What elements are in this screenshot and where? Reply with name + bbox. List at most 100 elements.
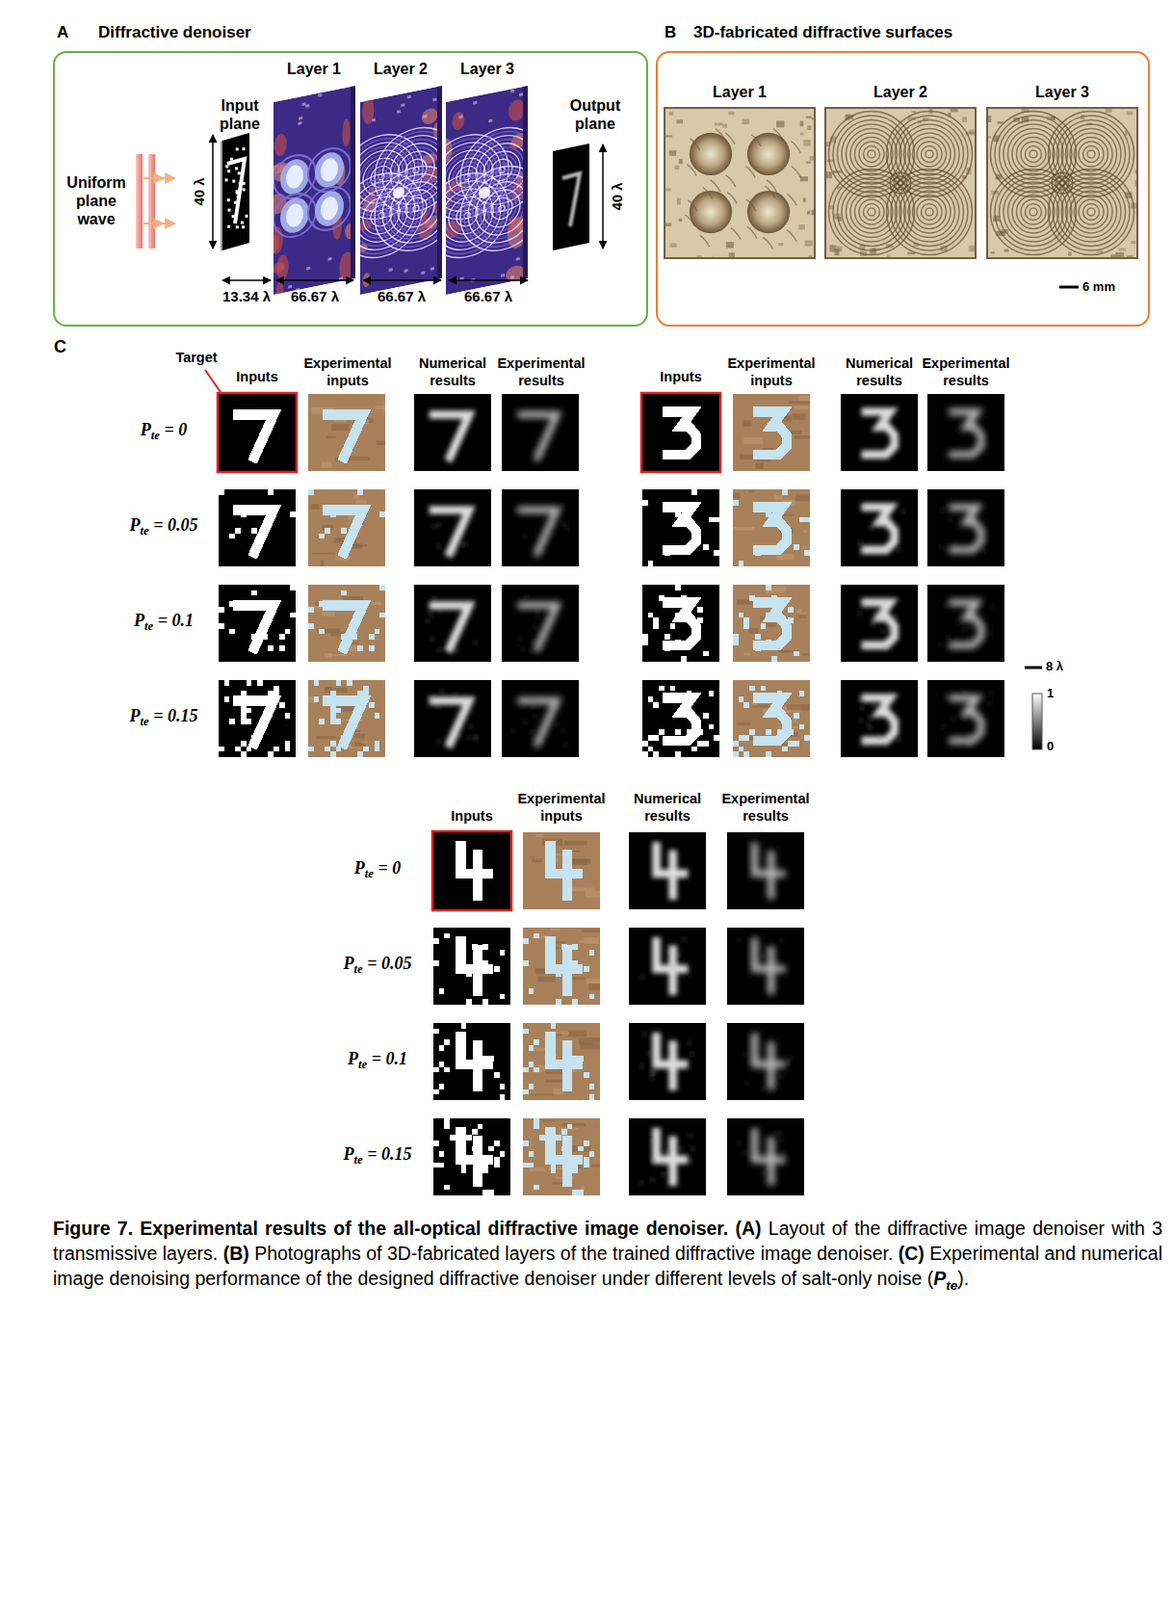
digit-stroke [755, 940, 783, 991]
surface-step [988, 135, 991, 139]
surface-step [677, 198, 681, 206]
salt-noise [449, 1134, 456, 1141]
salt-noise [686, 690, 693, 697]
salt-noise [713, 517, 720, 523]
image-tile [642, 584, 720, 662]
surface-ring [1066, 128, 1118, 180]
surface-step [669, 111, 675, 116]
surface-dimple [747, 132, 790, 176]
board-texture [529, 1167, 546, 1172]
surface-swirl [700, 234, 710, 247]
fabricated-layer-photo [824, 106, 979, 265]
noise-level-label: Pte = 0.15 [130, 704, 199, 733]
surface-step [968, 130, 975, 135]
surface-step [729, 111, 735, 115]
salt-noise [251, 590, 258, 597]
salt-noise [499, 993, 506, 1000]
residual-speckle [433, 596, 438, 600]
surface-ring [899, 182, 960, 242]
tile-ground [433, 1022, 511, 1100]
salt-noise [330, 740, 337, 747]
surface-swirl [746, 199, 756, 211]
phase-patch [488, 118, 493, 123]
salt-noise [251, 633, 258, 640]
salt-noise [285, 628, 291, 635]
board-texture [792, 413, 807, 420]
salt-noise [363, 685, 369, 692]
surface-step [678, 218, 683, 222]
residual-speckle [942, 602, 947, 607]
surface-swirl [730, 228, 741, 240]
salt-noise [336, 679, 342, 686]
residual-speckle [533, 625, 538, 629]
part-label: Layer 3 [460, 59, 515, 79]
board-texture [803, 530, 808, 533]
residual-speckle [779, 1074, 783, 1079]
board-texture [531, 858, 543, 862]
residual-speckle [966, 743, 971, 748]
board-texture [749, 627, 758, 634]
digit-stroke [865, 507, 895, 550]
phase-center [392, 185, 405, 200]
residual-speckle [760, 953, 765, 958]
salt-noise [308, 606, 314, 613]
salt-noise [771, 595, 778, 601]
layer-base [273, 86, 351, 295]
residual-speckle [522, 720, 527, 725]
digit-stroke [237, 604, 274, 648]
salt-noise [583, 1162, 590, 1169]
part-label: Output plane [563, 96, 627, 133]
board-texture [797, 608, 803, 613]
salt-noise [279, 633, 286, 640]
salt-noise [550, 1022, 557, 1029]
residual-speckle [988, 690, 992, 695]
input-pixel [235, 225, 239, 229]
surface-ring [1083, 145, 1100, 162]
surface-swirl [790, 141, 801, 154]
tile-ground [628, 832, 706, 910]
residual-speckle [896, 737, 901, 742]
residual-speckle [761, 1086, 766, 1091]
residual-speckle [524, 594, 529, 599]
image-tile [840, 584, 918, 662]
digit-stroke [865, 698, 895, 741]
surface-ring [925, 150, 934, 158]
salt-noise [533, 1123, 540, 1130]
board-texture [764, 623, 777, 627]
residual-speckle [860, 549, 864, 554]
salt-noise [799, 724, 806, 730]
tile-ground [642, 489, 720, 567]
surface-step [990, 251, 995, 254]
surface-swirl [766, 180, 777, 192]
residual-speckle [555, 722, 560, 727]
image-tile [522, 832, 606, 910]
salt-noise [368, 633, 375, 640]
salt-noise [765, 639, 772, 646]
residual-speckle [535, 614, 540, 619]
residual-speckle [539, 698, 544, 703]
phase-lobe [314, 149, 344, 190]
salt-noise [433, 1067, 440, 1073]
phase-lobe [280, 195, 310, 236]
surface-swirl [710, 180, 721, 192]
surface-ring [916, 199, 942, 225]
residual-speckle [511, 729, 516, 733]
surface-step [802, 198, 806, 203]
board-texture [545, 1079, 563, 1083]
surface-swirl [773, 129, 783, 141]
salt-noise [461, 1022, 468, 1029]
surface-ring [1078, 199, 1104, 225]
digit-stroke [550, 845, 579, 895]
residual-speckle [556, 703, 561, 708]
surface-ring [886, 169, 973, 256]
salt-noise [313, 679, 320, 686]
residual-speckle [536, 608, 541, 613]
residual-speckle [860, 706, 864, 711]
image-tile [727, 1022, 805, 1100]
salt-noise [670, 696, 677, 703]
residual-speckle [753, 1155, 757, 1160]
phase-patch [371, 118, 376, 123]
surface-ring [1055, 176, 1069, 190]
phase-patch [433, 122, 441, 141]
image-tile [727, 832, 805, 910]
